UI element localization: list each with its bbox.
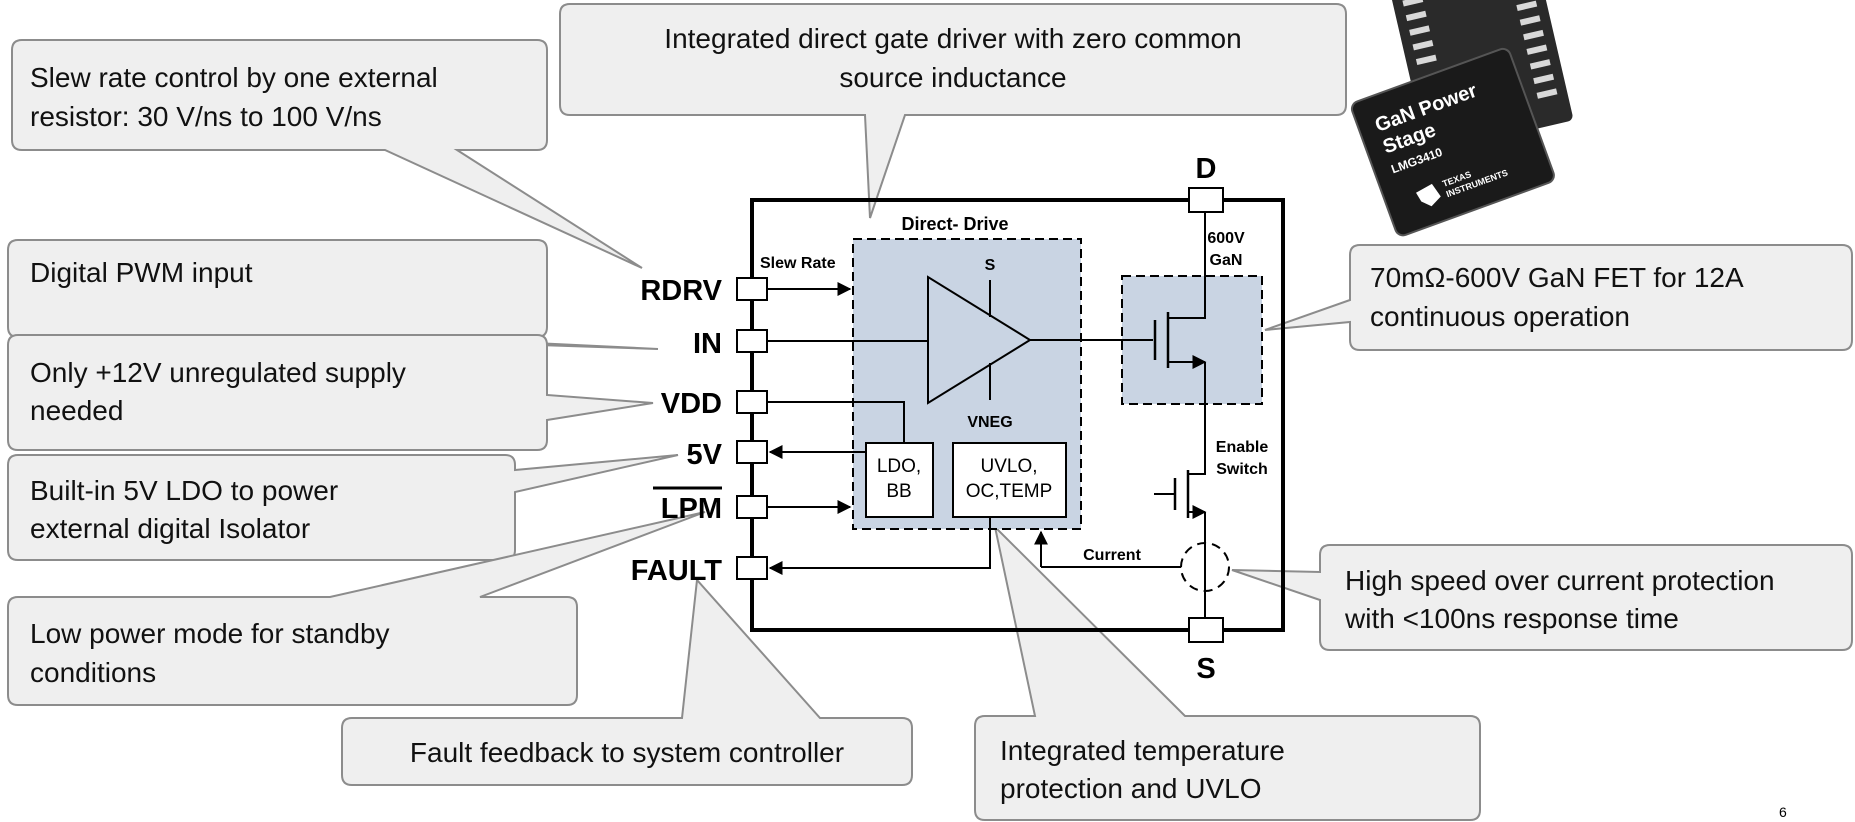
pin-label-source: S — [1196, 653, 1215, 685]
pin-label-5v: 5V — [687, 439, 723, 471]
pin-box-rdrv — [736, 277, 768, 301]
callout-ocp-line1: High speed over current protection — [1345, 565, 1775, 596]
pin-label-in: IN — [693, 328, 722, 360]
pin-box-drain — [1188, 187, 1224, 213]
callout-over-current: High speed over current protection with … — [1231, 544, 1853, 651]
callout-slew-rate: Slew rate control by one external resist… — [11, 39, 643, 269]
pin-box-vdd — [736, 390, 768, 414]
pin-label-drain: D — [1196, 153, 1217, 185]
gan-label-line1: 600V — [1207, 230, 1245, 247]
pin-label-lpm: LPM — [661, 493, 722, 525]
chip-photo: GaN Power Stage LMG3410 TEXAS INSTRUMENT… — [1350, 0, 1573, 237]
current-sense — [1180, 542, 1230, 592]
gate-driver-amplifier — [927, 275, 1032, 405]
slew-rate-label: Slew Rate — [760, 255, 836, 272]
uvlo-line1: UVLO, — [980, 456, 1037, 477]
callout-gan-fet: 70mΩ-600V GaN FET for 12A continuous ope… — [1264, 244, 1853, 351]
pin-box-in — [736, 329, 768, 353]
callout-ldo-line1: Built-in 5V LDO to power — [30, 475, 338, 506]
callout-ldo-line2: external digital Isolator — [30, 513, 310, 544]
direct-drive-label: Direct- Drive — [901, 214, 1008, 234]
callout-vdd-line2: needed — [30, 395, 123, 426]
callout-lpm-line2: conditions — [30, 657, 156, 688]
chip-outline — [750, 198, 1285, 632]
callout-gate-driver: Integrated direct gate driver with zero … — [559, 3, 1347, 219]
callout-fet-line2: continuous operation — [1370, 301, 1630, 332]
chip-body — [1350, 47, 1555, 237]
callout-slew-line1: Slew rate control by one external — [30, 62, 438, 93]
schematic: Direct- Drive 600V GaN RDRV IN VDD 5V LP… — [631, 153, 1285, 685]
callout-slew-line2: resistor: 30 V/ns to 100 V/ns — [30, 101, 382, 132]
callout-gate-line1: Integrated direct gate driver with zero … — [664, 23, 1241, 54]
page-number: 6 — [1779, 804, 1787, 820]
callout-fault: Fault feedback to system controller — [341, 577, 913, 786]
callout-temperature: Integrated temperature protection and UV… — [974, 523, 1481, 821]
pin-box-lpm — [736, 495, 768, 519]
enable-label-line2: Switch — [1216, 461, 1268, 478]
callout-temp-line2: protection and UVLO — [1000, 773, 1262, 804]
pin-label-rdrv: RDRV — [640, 275, 722, 307]
ldo-line1: LDO, — [877, 456, 921, 477]
gan-label-line2: GaN — [1210, 252, 1243, 269]
callout-fault-line1: Fault feedback to system controller — [410, 737, 844, 768]
pin-label-vdd: VDD — [661, 388, 722, 420]
pin-box-fault — [736, 556, 768, 580]
callout-vdd: Only +12V unregulated supply needed — [7, 334, 654, 451]
callout-vdd-line1: Only +12V unregulated supply — [30, 357, 406, 388]
callout-gate-line2: source inductance — [839, 62, 1066, 93]
pin-box-source — [1188, 617, 1224, 643]
callout-pwm: Digital PWM input — [7, 239, 659, 350]
uvlo-box — [952, 442, 1067, 518]
pin-box-5v — [736, 440, 768, 464]
ti-logo-icon — [1416, 183, 1441, 207]
amp-s-label: S — [985, 257, 996, 274]
pin-label-fault: FAULT — [631, 555, 723, 587]
callout-fet-line1: 70mΩ-600V GaN FET for 12A — [1370, 262, 1744, 293]
ldo-box — [865, 442, 934, 518]
callout-ocp-line2: with <100ns response time — [1344, 603, 1679, 634]
ldo-line2: BB — [886, 481, 911, 502]
callout-ldo: Built-in 5V LDO to power external digita… — [7, 454, 679, 561]
callout-lpm-line1: Low power mode for standby — [30, 618, 390, 649]
callout-low-power: Low power mode for standby conditions — [7, 511, 706, 706]
current-label: Current — [1083, 547, 1141, 564]
uvlo-line2: OC,TEMP — [966, 481, 1053, 502]
vneg-label: VNEG — [967, 414, 1012, 431]
enable-label-line1: Enable — [1216, 439, 1269, 456]
callout-pwm-line1: Digital PWM input — [30, 257, 253, 288]
callout-temp-line1: Integrated temperature — [1000, 735, 1285, 766]
